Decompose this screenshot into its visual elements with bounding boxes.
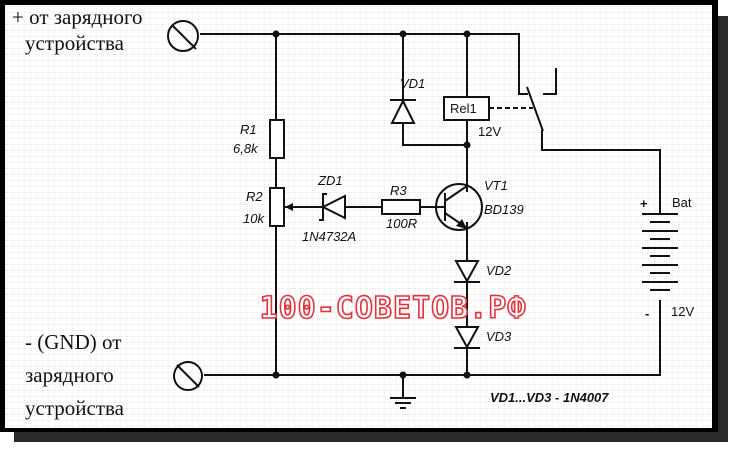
resistor-r3 [381,199,421,215]
battery-icon [642,213,678,291]
diode-vd3 [454,326,480,350]
rel1-name: Rel1 [450,101,477,116]
minus-terminal-label-2: зарядного [25,363,114,387]
r1-name: R1 [240,122,257,137]
vd2-name: VD2 [486,263,512,278]
plus-terminal-label-2: устройства [25,31,125,55]
vd3-name: VD3 [486,329,512,344]
diode-vd1 [390,98,416,124]
r3-name: R3 [390,183,407,198]
diode-vd2 [454,260,480,284]
junction-dots [272,30,471,379]
r1-value: 6,8k [233,141,259,156]
bat-value: 12V [671,304,694,319]
vd1-name: VD1 [400,76,425,91]
wiper-arrow-icon [285,203,293,211]
relay-switch-blade [526,86,544,132]
bat-name: Bat [672,195,692,210]
r2-name: R2 [246,189,263,204]
minus-terminal-label-3: устройства [25,396,125,420]
zener-diode-zd1 [319,193,346,221]
plus-terminal-icon [167,20,199,52]
r3-value: 100R [386,216,417,231]
watermark: 100-СОВЕТОВ.РФ [260,291,527,326]
bat-plus: + [640,196,648,211]
transistor-vt1 [435,183,483,231]
zd1-value: 1N4732A [302,229,356,244]
diode-note: VD1...VD3 - 1N4007 [490,390,609,405]
zd1-name: ZD1 [317,173,343,188]
grid [5,5,712,428]
potentiometer-r2 [269,187,285,227]
ground-icon [390,397,416,409]
vt1-name: VT1 [484,178,508,193]
minus-terminal-label-1: - (GND) от [25,330,121,354]
minus-terminal-icon [173,361,203,391]
r2-value: 10k [243,211,265,226]
bat-minus: - [645,306,649,321]
resistor-r1 [269,119,285,159]
vt1-value: BD139 [484,202,524,217]
rel1-value: 12V [478,124,501,139]
plus-terminal-label-1: + от зарядного [12,5,143,29]
